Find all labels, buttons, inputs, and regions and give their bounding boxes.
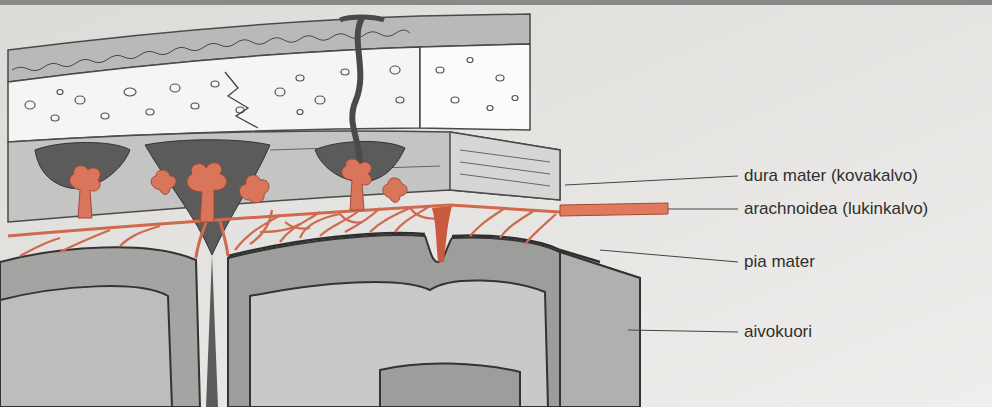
sulcus-vessel	[432, 206, 452, 262]
sagittal-sinus	[145, 140, 270, 255]
dura-layer	[8, 131, 560, 222]
arachnoid-slab	[560, 203, 668, 216]
skull-fracture	[225, 72, 258, 128]
dura-fibres	[270, 148, 550, 186]
brain-hemisphere	[228, 235, 640, 407]
ventricle-area	[380, 363, 520, 407]
emissary-vein	[340, 17, 384, 20]
diploe-pores	[25, 66, 404, 121]
vessel-network	[20, 206, 556, 256]
photo-edge	[0, 0, 992, 5]
arachnoid-granulation	[70, 159, 407, 222]
block-pores	[436, 58, 518, 111]
part-label: dura mater (kovakalvo)	[744, 166, 918, 186]
part-label: arachnoidea (lukinkalvo)	[744, 199, 928, 219]
brain-hemisphere	[0, 247, 200, 407]
emissary-vein	[352, 18, 362, 170]
leader-line	[565, 176, 738, 332]
part-label: aivokuori	[744, 322, 812, 342]
white-matter	[0, 286, 172, 407]
part-label: pia mater	[744, 252, 815, 272]
falx	[206, 255, 218, 407]
skull-block-face	[420, 44, 530, 130]
brain-block-face	[560, 252, 640, 407]
white-matter	[250, 280, 548, 407]
arachnoid-line	[196, 220, 228, 258]
dura-block-face	[450, 132, 560, 200]
